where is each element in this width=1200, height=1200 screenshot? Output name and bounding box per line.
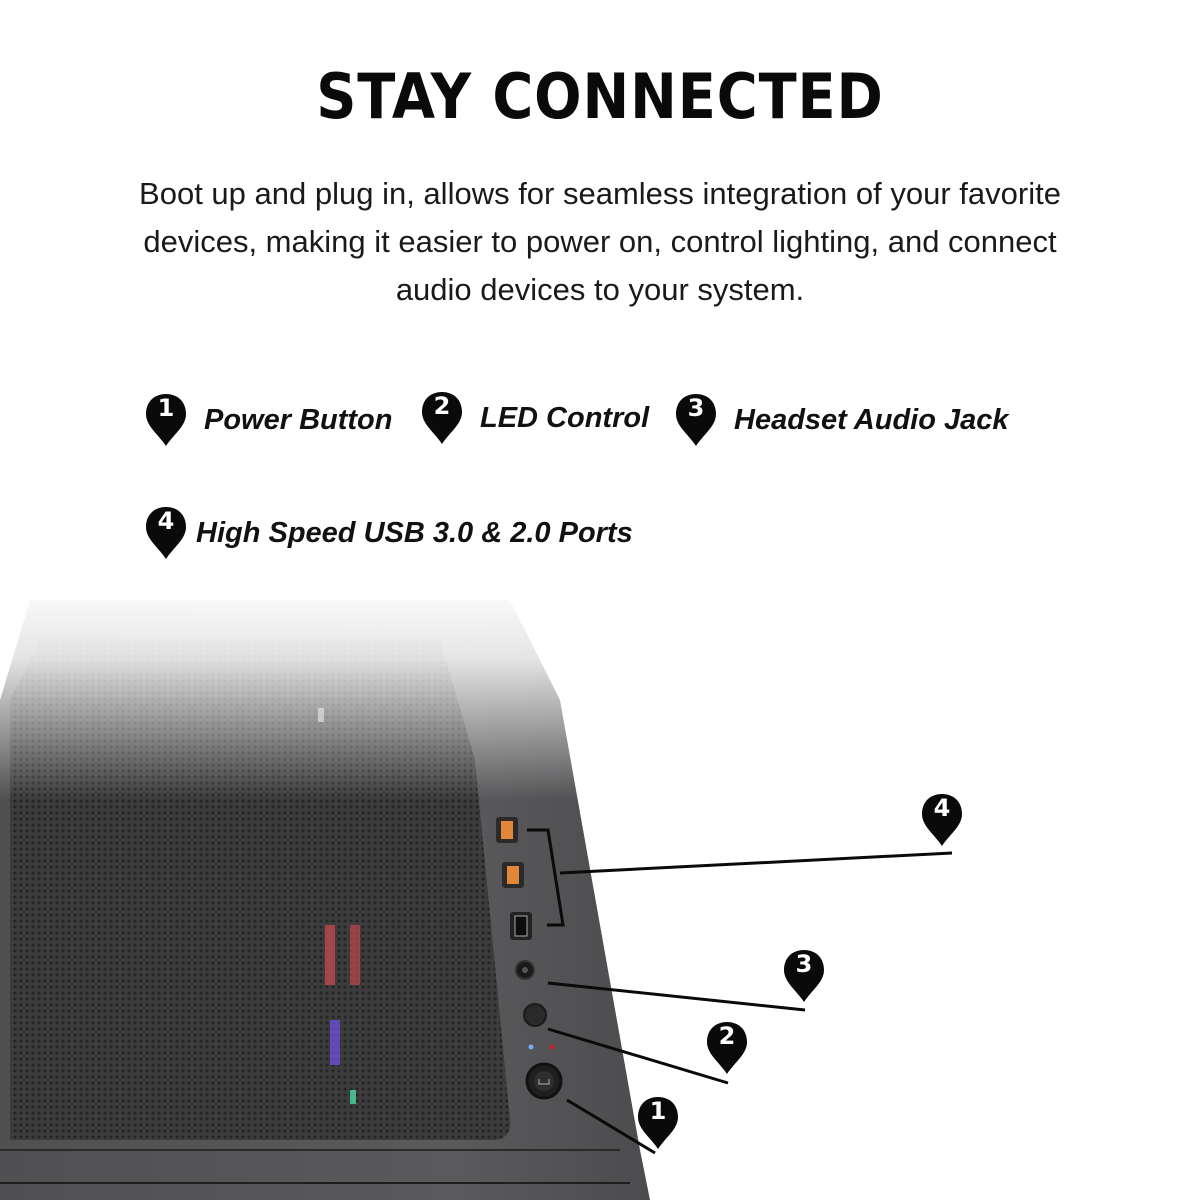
usb-3-port-2 [502,862,524,888]
callout-pin-1-icon: 1 [636,1095,680,1151]
feature-item-led-control: 2 LED Control [420,390,649,446]
feature-label: High Speed USB 3.0 & 2.0 Ports [196,516,633,549]
led-control-button [523,1003,547,1027]
pin-1-icon: 1 [144,392,188,448]
page-title: STAY CONNECTED [316,60,884,133]
callout-pin-4-icon: 4 [920,792,964,848]
feature-label: Power Button [204,403,393,436]
callout-pin-3-icon: 3 [782,948,826,1004]
feature-item-headset-audio-jack: 3 Headset Audio Jack [674,392,1009,448]
usb-2-port [510,912,532,940]
top-fade-overlay [0,580,700,800]
usb-3-port-1 [496,817,518,843]
feature-label: Headset Audio Jack [734,403,1009,436]
pin-2-icon: 2 [420,390,464,446]
description-text: Boot up and plug in, allows for seamless… [139,176,1061,307]
feature-item-power-button: 1 Power Button [144,392,393,448]
pin-4-icon: 4 [144,505,188,561]
callout-pin-2-icon: 2 [705,1020,749,1076]
feature-item-usb-ports: 4 High Speed USB 3.0 & 2.0 Ports [144,505,633,561]
pin-3-icon: 3 [674,392,718,448]
feature-label: LED Control [480,401,650,434]
